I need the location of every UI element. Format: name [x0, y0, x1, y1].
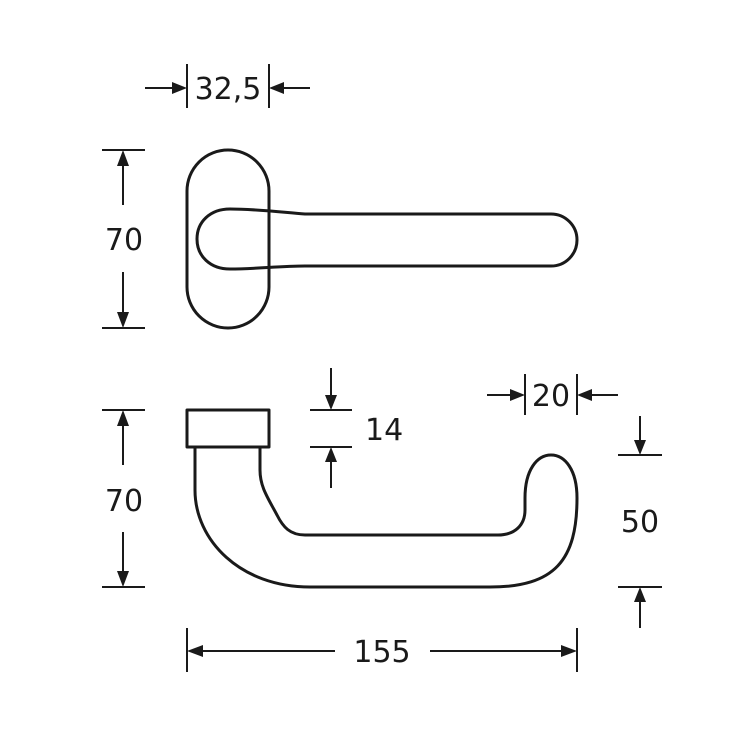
- side-view: [185, 408, 579, 589]
- lever-side-view: [193, 445, 579, 589]
- rosette-width-label: 32,5: [195, 72, 262, 107]
- dim-rosette-width: 32,5: [145, 64, 310, 108]
- grip-thickness-label: 20: [532, 379, 570, 414]
- dim-rosette-height: 70: [102, 149, 145, 329]
- side-height-label: 70: [105, 484, 143, 519]
- rosette-depth-label: 14: [365, 413, 403, 448]
- dim-lever-drop: 50: [618, 416, 662, 628]
- lever-length-label: 155: [353, 635, 410, 670]
- top-view: [185, 148, 579, 330]
- dim-rosette-depth: 14: [310, 368, 403, 488]
- dim-side-height: 70: [102, 409, 145, 588]
- rosette-height-label: 70: [105, 223, 143, 258]
- dim-grip-thickness: 20: [487, 374, 618, 415]
- lever-drop-label: 50: [621, 505, 659, 540]
- lever-top-view: [195, 207, 579, 271]
- rosette-cap: [185, 408, 271, 449]
- dim-lever-length: 155: [186, 628, 578, 672]
- rosette-oval: [185, 148, 271, 330]
